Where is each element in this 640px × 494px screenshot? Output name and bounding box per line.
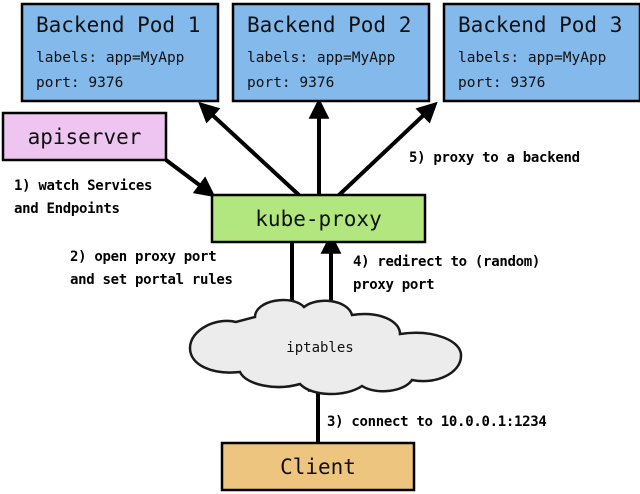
pod2-labels: labels: app=MyApp [247,50,395,66]
step4-line1: 4) redirect to (random) [353,254,540,270]
step5-line1: 5) proxy to a backend [409,150,580,166]
step1-line1: 1) watch Services [14,178,152,194]
apiserver-box[interactable] [1,111,168,162]
client-box[interactable] [220,441,416,492]
edge-label-step-1: 1) watch Services and Endpoints [14,178,153,217]
node-iptables[interactable]: iptables [188,298,463,396]
iptables-title: iptables [286,340,353,356]
pod1-box[interactable] [20,2,220,103]
edge-label-step-3: 3) connect to 10.0.0.1:1234 [327,414,547,430]
edge-kubeproxy-to-pod1 [198,101,302,198]
iptables-cloud-shape[interactable] [188,298,463,396]
kubeproxy-title: kube-proxy [255,207,381,231]
edge-apiserver-to-kubeproxy [164,158,216,198]
node-backend-pod-2[interactable]: Backend Pod 2 labels: app=MyApp port: 93… [231,2,431,103]
edge-arrow-proxy-pod3 [336,101,438,198]
edge-kubeproxy-to-pod3 [336,101,438,198]
pod3-box[interactable] [442,2,640,103]
kubeproxy-box[interactable] [210,193,427,244]
edge-arrow-watch-services [164,158,216,198]
step3-line1: 3) connect to 10.0.0.1:1234 [327,414,546,430]
edge-label-step-4: 4) redirect to (random) proxy port [353,254,540,293]
step1-line2: and Endpoints [14,201,120,217]
step2-line2: and set portal rules [70,272,233,288]
edge-arrow-proxy-pod1 [198,101,302,198]
pod3-labels: labels: app=MyApp [458,50,606,66]
edge-label-step-5: 5) proxy to a backend [409,150,580,166]
apiserver-title: apiserver [28,125,142,149]
pod2-box[interactable] [231,2,431,103]
client-title: Client [280,455,356,479]
pod1-labels: labels: app=MyApp [36,50,184,66]
step2-line1: 2) open proxy port [70,249,216,265]
node-apiserver[interactable]: apiserver [1,111,168,162]
edge-label-step-2: 2) open proxy port and set portal rules [70,249,233,288]
step4-line2: proxy port [353,277,434,293]
pod3-title: Backend Pod 3 [458,13,622,37]
pod2-port: port: 9376 [247,75,334,91]
pod1-port: port: 9376 [36,75,123,91]
node-backend-pod-1[interactable]: Backend Pod 1 labels: app=MyApp port: 93… [20,2,220,103]
node-kube-proxy[interactable]: kube-proxy [210,193,427,244]
node-client[interactable]: Client [220,441,416,492]
node-backend-pod-3[interactable]: Backend Pod 3 labels: app=MyApp port: 93… [442,2,640,103]
pod3-port: port: 9376 [458,75,545,91]
pod2-title: Backend Pod 2 [247,13,411,37]
pod1-title: Backend Pod 1 [36,13,200,37]
